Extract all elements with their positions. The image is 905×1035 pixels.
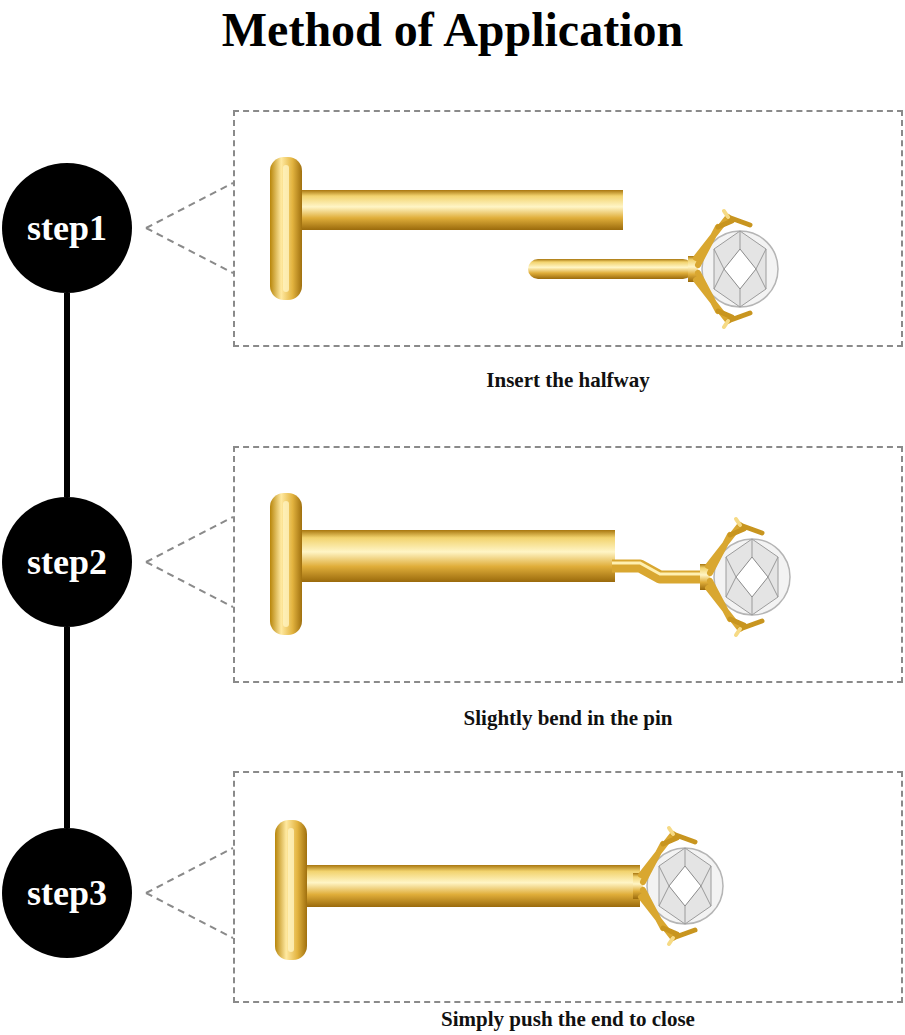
dashed-pointer <box>146 183 233 273</box>
step-circle: step2 <box>2 497 132 627</box>
step-caption: Insert the halfway <box>233 368 903 392</box>
step-label: step2 <box>27 541 107 583</box>
step-circle: step1 <box>2 163 132 293</box>
timeline-line <box>64 627 70 828</box>
dashed-frame <box>233 446 903 683</box>
timeline-line <box>64 293 70 497</box>
step-panel: Slightly bend in the pin <box>233 446 903 732</box>
step-circle: step3 <box>2 828 132 958</box>
step-label: step1 <box>27 207 107 249</box>
dashed-frame <box>233 771 903 1003</box>
dashed-pointer <box>146 517 233 607</box>
step-panel: Simply push the end to close <box>233 771 903 1033</box>
dashed-frame <box>233 110 903 347</box>
step-caption: Slightly bend in the pin <box>233 706 903 730</box>
step-caption: Simply push the end to close <box>233 1007 903 1031</box>
step-panel: Insert the halfway <box>233 110 903 394</box>
diagram-title: Method of Application <box>0 2 905 58</box>
step-label: step3 <box>27 872 107 914</box>
dashed-pointer <box>146 848 233 938</box>
